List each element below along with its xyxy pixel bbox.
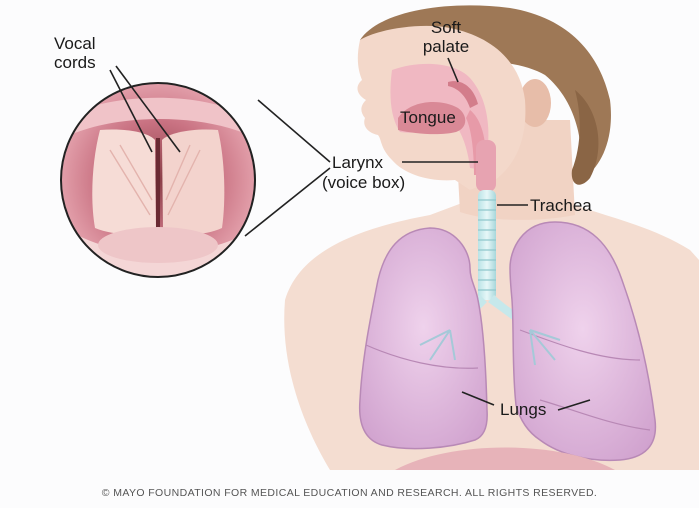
lungs-label: Lungs <box>500 400 546 419</box>
larynx-shape <box>476 140 496 192</box>
soft-palate-label-line2: palate <box>416 37 476 56</box>
vocal-cords-label-line2: cords <box>54 53 96 72</box>
copyright-notice: © MAYO FOUNDATION FOR MEDICAL EDUCATION … <box>0 487 699 499</box>
left-vocal-fold <box>92 129 156 234</box>
vocal-cords-label-line1: Vocal <box>54 34 96 53</box>
trachea-label: Trachea <box>530 196 592 215</box>
soft-palate-label-line1: Soft <box>416 18 476 37</box>
larynx-label-line2: (voice box) <box>322 173 405 192</box>
trachea-tube <box>478 190 496 300</box>
right-vocal-fold <box>162 129 224 234</box>
tongue-label: Tongue <box>400 108 456 127</box>
larynx-label-line1: Larynx <box>332 153 383 172</box>
